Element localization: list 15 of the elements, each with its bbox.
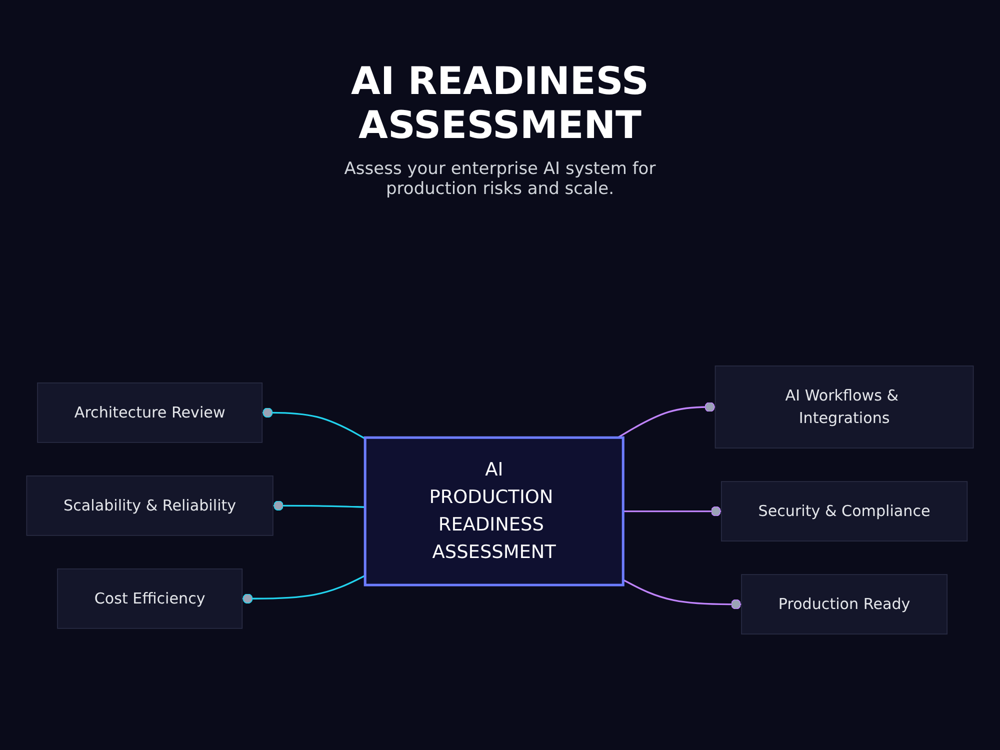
- connector: [242, 574, 366, 604]
- node-box: AI PRODUCTION READINESS ASSESSMENT: [364, 436, 624, 586]
- title: AI READINESS ASSESSMENT: [350, 60, 650, 148]
- node-box: Scalability & Reliability: [26, 476, 274, 536]
- node-box: Production Ready: [741, 574, 948, 634]
- connector: [617, 402, 716, 438]
- node-box: Security & Compliance: [721, 481, 968, 542]
- node-box: Architecture Review: [37, 382, 263, 443]
- subtitle: Assess your enterprise AI system for production risks and scale.: [343, 159, 657, 200]
- connector: [272, 500, 366, 511]
- connector: [623, 506, 722, 516]
- node-box: AI Workflows & Integrations: [714, 366, 974, 448]
- connector: [262, 408, 366, 440]
- node-box: Cost Efficiency: [57, 568, 243, 629]
- connector: [622, 579, 742, 610]
